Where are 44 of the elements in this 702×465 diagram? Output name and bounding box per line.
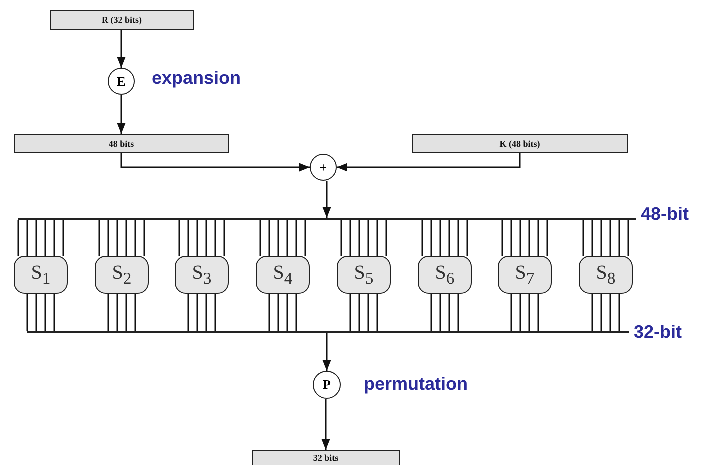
arrow	[322, 181, 332, 218]
bit-lines	[18, 219, 64, 257]
bit-lines	[350, 293, 378, 332]
bit-lines	[430, 293, 460, 332]
arrow	[117, 95, 126, 134]
s-box: S$_{4}$	[256, 256, 310, 294]
arrow	[117, 30, 126, 68]
bit-lines	[592, 293, 620, 332]
s-box: S$_{6}$	[418, 256, 472, 294]
bit-lines	[260, 219, 306, 257]
data-box: R (32 bits)	[50, 10, 194, 30]
bit-lines	[268, 293, 298, 332]
s-box: S$_{7}$	[498, 256, 552, 294]
bit-lines	[582, 219, 630, 257]
annotation-label: 32-bit	[634, 322, 682, 343]
s-box: S$_{3}$	[175, 256, 229, 294]
data-box: 48 bits	[14, 134, 229, 153]
bus-line	[18, 218, 636, 220]
data-box: K (48 bits)	[412, 134, 628, 153]
annotation-label: permutation	[364, 374, 468, 395]
operation-circle: E	[108, 68, 135, 95]
bit-lines	[26, 293, 56, 332]
data-box: 32 bits	[252, 450, 400, 465]
annotation-label: expansion	[152, 68, 242, 89]
bus-line	[27, 331, 629, 333]
arrow	[337, 153, 521, 172]
bit-lines	[108, 293, 136, 332]
bit-lines	[340, 219, 388, 257]
bit-lines	[502, 219, 548, 257]
s-box: S$_{1}$	[14, 256, 68, 294]
annotation-label: 48-bit	[641, 204, 690, 225]
bit-lines	[510, 293, 540, 332]
bit-lines	[322, 333, 332, 371]
bit-lines	[188, 293, 216, 332]
arrow	[322, 399, 330, 450]
bit-lines	[422, 219, 468, 257]
bit-lines	[98, 219, 146, 257]
s-box: S$_{8}$	[579, 256, 633, 294]
operation-circle: +	[310, 154, 337, 181]
s-box: S$_{2}$	[95, 256, 149, 294]
operation-circle: P	[313, 371, 341, 399]
s-box: S$_{5}$	[337, 256, 391, 294]
arrow	[120, 153, 310, 172]
bit-lines	[178, 219, 226, 257]
